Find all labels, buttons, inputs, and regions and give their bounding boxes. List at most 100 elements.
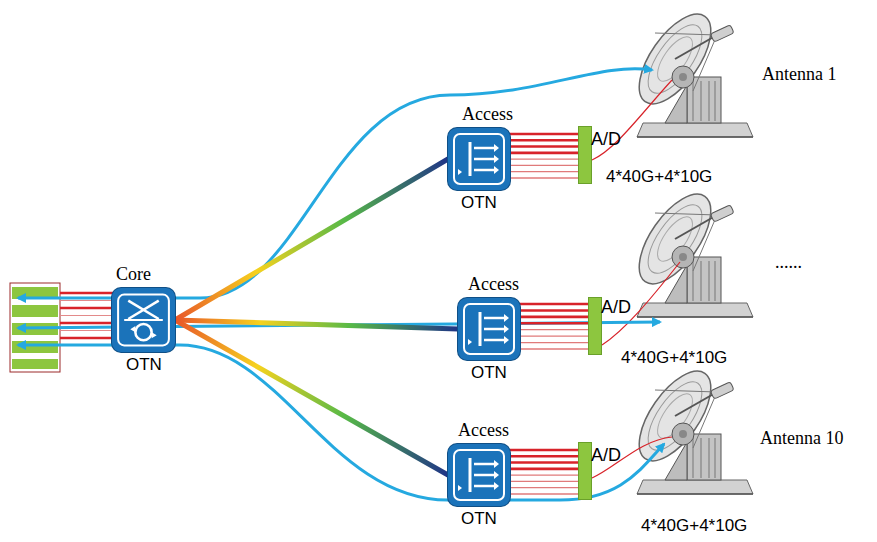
icon-mark bbox=[124, 319, 163, 321]
antenna-10 bbox=[626, 360, 753, 494]
icon-frame bbox=[454, 134, 504, 184]
node-heading: Access bbox=[468, 274, 519, 295]
core-otn-node: CoreOTN bbox=[112, 288, 175, 352]
illustration-part bbox=[592, 80, 672, 160]
fibre-line bbox=[510, 474, 578, 475]
fibre-line bbox=[520, 309, 588, 312]
icon-frame bbox=[464, 304, 514, 354]
fibre-line bbox=[520, 329, 588, 330]
fibre-line bbox=[510, 139, 578, 142]
rate-label: 4*40G+4*10G bbox=[641, 516, 747, 536]
icon-mark bbox=[479, 312, 482, 346]
rate-label: 4*40G+4*10G bbox=[606, 167, 712, 187]
client-wires bbox=[60, 293, 113, 346]
icon-mark bbox=[474, 485, 494, 488]
fibre-line bbox=[510, 133, 578, 136]
icon-frame bbox=[454, 450, 504, 500]
connector bbox=[175, 320, 448, 475]
icon-mark bbox=[128, 301, 158, 319]
fibre-line bbox=[510, 171, 578, 172]
wavelength-link bbox=[175, 159, 448, 320]
icon-mark bbox=[458, 169, 462, 175]
icon-mark bbox=[468, 339, 472, 345]
fibre-line bbox=[520, 322, 588, 325]
fibre-line bbox=[520, 348, 588, 349]
icon-mark bbox=[484, 328, 504, 331]
node-heading: Access bbox=[462, 104, 513, 125]
icon-mark bbox=[484, 317, 504, 320]
ad-converter: A/D4*40G+4*10G bbox=[588, 297, 602, 355]
wavelength-link bbox=[175, 320, 448, 475]
icon-mark bbox=[474, 474, 494, 477]
ad-converter: A/D4*40G+4*10G bbox=[578, 126, 592, 184]
illustration-part bbox=[12, 305, 58, 317]
fibre-line bbox=[510, 487, 578, 488]
node-type-label: OTN bbox=[461, 509, 497, 529]
feed-lines bbox=[592, 80, 680, 478]
access-otn-node: AccessOTN bbox=[448, 128, 510, 190]
icon-frame bbox=[118, 295, 169, 346]
illustration-part bbox=[18, 345, 664, 500]
rate-label: 4*40G+4*10G bbox=[621, 348, 727, 368]
fibre-line bbox=[510, 177, 578, 178]
connector bbox=[510, 134, 578, 178]
fibre-line bbox=[520, 335, 588, 336]
node-type-label: OTN bbox=[461, 193, 497, 213]
icon-mark bbox=[128, 301, 158, 319]
illustration-part bbox=[602, 262, 680, 345]
antenna-2 bbox=[626, 183, 753, 317]
node-type-label: OTN bbox=[471, 363, 507, 383]
connector bbox=[520, 304, 588, 349]
icon-mark bbox=[474, 158, 494, 161]
node-heading: Access bbox=[458, 420, 509, 441]
icon-mark bbox=[494, 460, 499, 490]
icon-mark bbox=[494, 144, 499, 174]
connector bbox=[510, 450, 578, 494]
fibre-line bbox=[510, 455, 578, 458]
icon-mark bbox=[135, 324, 151, 340]
core-icon bbox=[112, 288, 175, 352]
fibre-line bbox=[510, 449, 578, 452]
fibre-line bbox=[510, 468, 578, 471]
ellipsis-label: ...... bbox=[775, 252, 802, 273]
node-type-label: OTN bbox=[126, 355, 162, 375]
ad-converter: A/D4*40G+4*10G bbox=[578, 442, 592, 500]
fibre-line bbox=[520, 316, 588, 319]
client-wire bbox=[60, 322, 113, 324]
access-icon bbox=[448, 444, 510, 506]
client-wire bbox=[60, 330, 113, 331]
node-heading: Core bbox=[116, 264, 151, 285]
icon-mark bbox=[469, 142, 472, 176]
icon-mark bbox=[474, 463, 494, 466]
fibre-line bbox=[510, 152, 578, 155]
client-wire bbox=[60, 315, 113, 316]
access-icon bbox=[458, 298, 520, 360]
icon-mark bbox=[130, 326, 156, 338]
fibre-line bbox=[510, 145, 578, 148]
icon-mark bbox=[474, 169, 494, 172]
icon-mark bbox=[469, 458, 472, 492]
fibre-line bbox=[510, 158, 578, 159]
wavelength-link bbox=[175, 320, 458, 329]
access-otn-node: AccessOTN bbox=[458, 298, 520, 360]
illustration-part bbox=[18, 69, 652, 298]
service-arrows bbox=[18, 69, 664, 500]
illustration-part bbox=[12, 341, 58, 353]
fibre-line bbox=[520, 342, 588, 343]
access-otn-node: AccessOTN bbox=[448, 444, 510, 506]
ad-label: A/D bbox=[591, 445, 621, 466]
icon-mark bbox=[474, 147, 494, 150]
fibre-line bbox=[510, 481, 578, 482]
illustration-part bbox=[12, 359, 58, 369]
client-wire bbox=[60, 292, 113, 294]
icon-mark bbox=[484, 339, 504, 342]
illustration-part bbox=[592, 437, 672, 478]
ad-label: A/D bbox=[591, 129, 621, 150]
ad-label: A/D bbox=[601, 297, 631, 318]
antenna-label: Antenna 1 bbox=[762, 64, 836, 85]
antenna-label: Antenna 10 bbox=[760, 428, 843, 449]
fibre-line bbox=[510, 461, 578, 464]
connector bbox=[175, 159, 448, 320]
icon-mark bbox=[458, 485, 462, 491]
